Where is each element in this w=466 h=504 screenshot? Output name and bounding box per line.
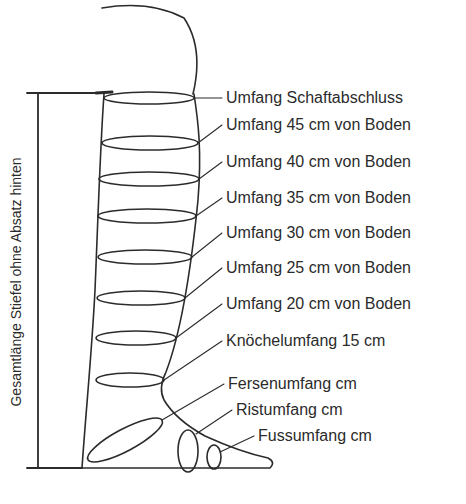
circumference-ring [98, 209, 196, 223]
circumference-ring [99, 172, 199, 186]
circumference-ring [98, 250, 192, 264]
measure-label: Fussumfang cm [257, 427, 373, 445]
leader-line [192, 233, 222, 257]
leader-line [198, 125, 222, 143]
circumference-ring [102, 136, 198, 150]
measure-label: Umfang 40 cm von Boden [225, 153, 412, 171]
leader-line [220, 436, 254, 452]
measure-label: Umfang Schaftabschluss [225, 89, 404, 107]
measure-label: Fersenumfang cm [227, 375, 358, 393]
measure-label: Umfang 25 cm von Boden [225, 259, 412, 277]
leader-line [199, 162, 222, 179]
leader-line [164, 341, 222, 380]
leader-line [196, 198, 222, 216]
foot-ring [207, 445, 221, 469]
dimension-cap [27, 467, 82, 469]
measure-label: Umfang 45 cm von Boden [225, 116, 412, 134]
circumference-ring [97, 291, 185, 305]
measure-label: Umfang 20 cm von Boden [225, 295, 412, 313]
measure-label: Umfang 30 cm von Boden [225, 224, 412, 242]
leader-line [196, 410, 232, 434]
dimension-label: Gesamtlänge Stiefel ohne Absatz hinten [8, 157, 24, 406]
circumference-ring [96, 331, 176, 345]
dimension-cap [27, 92, 100, 94]
circumference-ring [96, 373, 164, 387]
leg-outline [102, 6, 197, 94]
leader-line [162, 384, 224, 420]
measure-label: Knöchelumfang 15 cm [225, 332, 386, 350]
heel-ring [83, 411, 167, 470]
measure-label: Umfang 35 cm von Boden [225, 189, 412, 207]
leader-line [194, 97, 222, 98]
circumference-ring [104, 92, 194, 104]
instep-ring [178, 430, 198, 472]
dimension-line [37, 93, 39, 468]
leader-line [176, 304, 222, 338]
leader-line [185, 268, 222, 298]
measure-label: Ristumfang cm [235, 401, 344, 419]
